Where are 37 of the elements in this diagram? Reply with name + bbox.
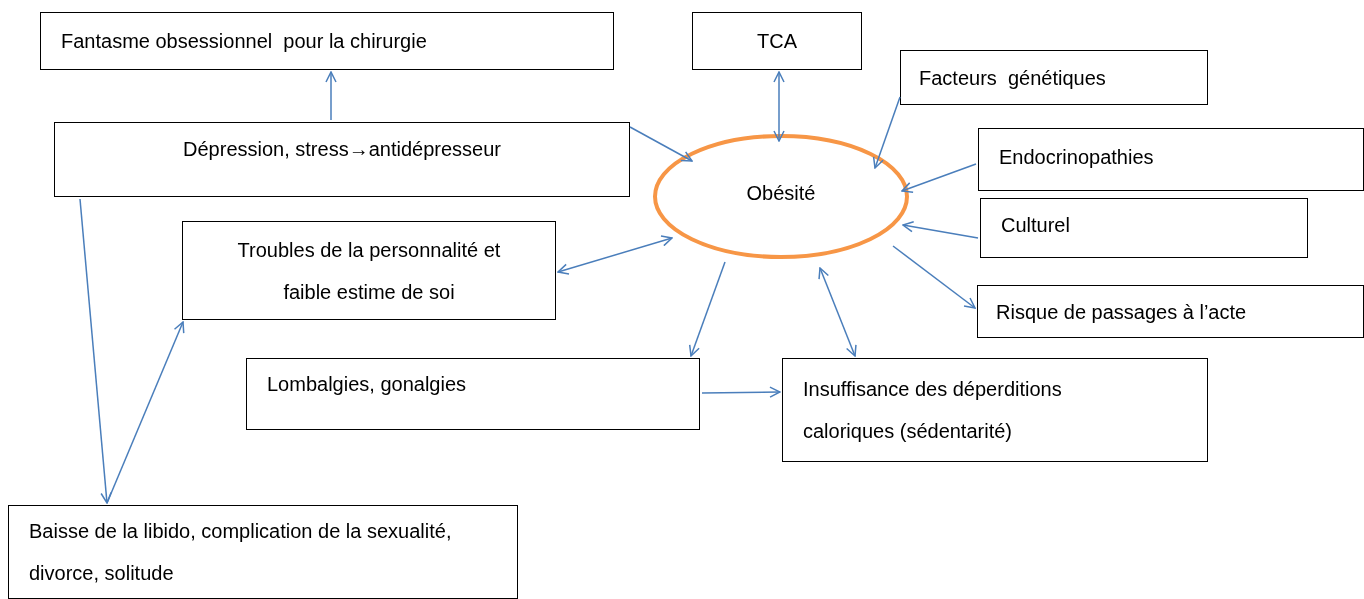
arrow	[892, 245, 976, 309]
arrow	[688, 261, 726, 357]
arrow	[818, 267, 857, 357]
node-label: Risque de passages à l’acte	[996, 299, 1247, 325]
arrow	[872, 96, 901, 169]
node-label: Lombalgies, gonalgies	[267, 372, 467, 397]
text-box	[692, 12, 862, 70]
arrow	[629, 126, 693, 162]
text-box	[980, 198, 1308, 258]
node-label: Culturel	[1001, 213, 1070, 238]
arrow	[701, 386, 781, 398]
arrow	[557, 235, 673, 275]
text-box	[40, 12, 614, 70]
node-label: Dépression, stress→antidépresseur	[183, 137, 501, 162]
arrow	[79, 198, 112, 504]
node-label: Obésité	[746, 180, 816, 206]
arrow	[106, 321, 185, 504]
node-label: Facteurs génétiques	[919, 65, 1106, 91]
arrow	[325, 71, 337, 121]
text-box	[900, 50, 1208, 105]
text-box	[977, 285, 1364, 338]
node-label: Fantasme obsessionnel pour la chirurgie	[61, 29, 427, 54]
node-label: TCA	[757, 29, 797, 54]
node-label: Baisse de la libido, complication de la sexualité, divorce, solitude	[29, 519, 453, 586]
text-box	[246, 358, 700, 430]
node-label: Insuffisance des déperditions caloriques (sédentarité)	[803, 377, 1063, 444]
arrow	[773, 71, 785, 142]
arrow	[901, 163, 977, 193]
text-box	[8, 505, 518, 599]
text-box	[54, 122, 630, 197]
node-label: Endocrinopathies	[999, 145, 1154, 170]
node-label: Troubles de la personnalité et faible estime de soi	[236, 237, 502, 305]
ellipse-node	[652, 133, 910, 260]
text-box	[182, 221, 556, 320]
arrow	[902, 221, 979, 239]
text-box	[978, 128, 1364, 191]
text-box	[782, 358, 1208, 462]
